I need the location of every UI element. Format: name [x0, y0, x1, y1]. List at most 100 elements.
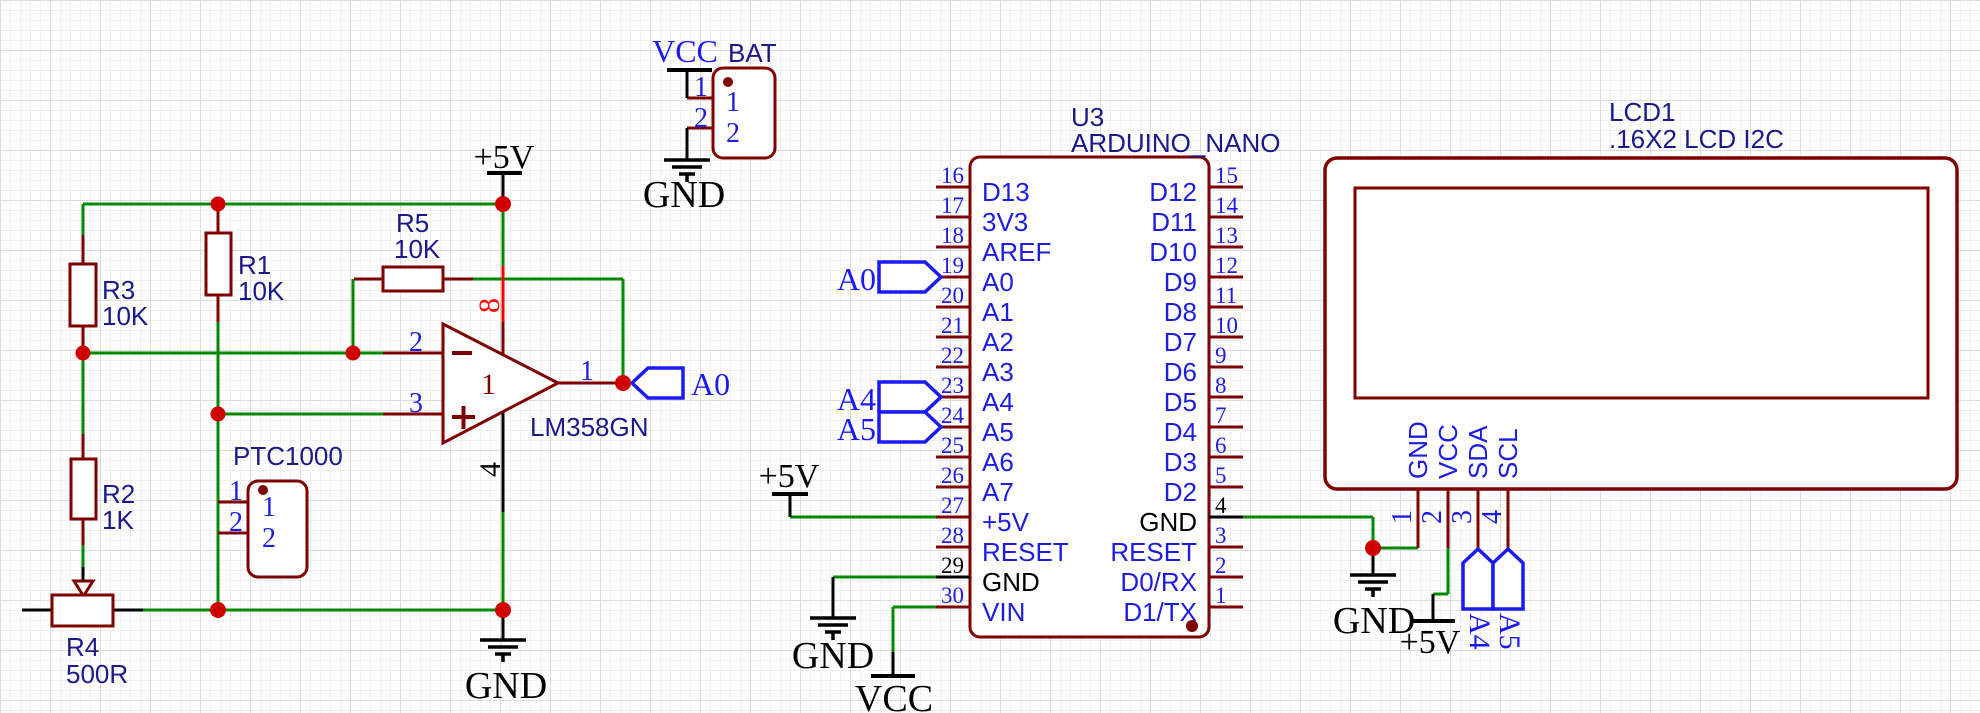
pin-number: 20 [941, 283, 964, 308]
junction-dot [210, 602, 226, 618]
pin-number: 29 [941, 553, 964, 578]
opamp-unit-number: 1 [481, 368, 496, 401]
lcd-part[interactable]: .16X2 LCD I2C [1609, 124, 1784, 154]
pin1-marker-dot [723, 77, 733, 87]
net-flag-icon [877, 410, 944, 444]
resistor-body [69, 457, 98, 521]
power-label: +5V [1400, 624, 1461, 661]
pin1-marker-dot [258, 485, 268, 495]
gnd-flag-bat[interactable]: GND [643, 128, 725, 216]
ptc-ref[interactable]: PTC1000 [233, 441, 343, 471]
pin-name: VCC [1433, 424, 1463, 479]
nano-part[interactable]: ARDUINO_NANO [1071, 128, 1280, 158]
pin-number: 1 [229, 476, 243, 507]
power-flag-5v-nano[interactable]: +5V [759, 458, 820, 517]
net-flag-label[interactable]: A0 [837, 261, 876, 297]
junction-dot [345, 345, 361, 361]
potentiometer-ref[interactable]: R4 [66, 632, 99, 662]
net-flag-a4-nano[interactable]: A4 [837, 380, 944, 417]
pin-number: 6 [1215, 433, 1227, 458]
power-flag-vcc-nano[interactable]: VCC [855, 652, 933, 713]
resistor-value[interactable]: 10K [102, 301, 149, 331]
net-flag-a0-output[interactable]: A0 [629, 366, 730, 402]
pin-number: 27 [941, 493, 964, 518]
opamp-ref[interactable]: LM358GN [530, 412, 649, 442]
pin-name: 2 [262, 523, 276, 554]
nano-ref[interactable]: U3 [1071, 102, 1104, 132]
pin-number: 4 [1477, 510, 1508, 524]
power-flag-vcc-bat[interactable]: VCC [652, 33, 718, 98]
pin-number: 9 [1215, 343, 1227, 368]
pin-number: 25 [941, 433, 964, 458]
gnd-flag-nano[interactable]: GND [792, 577, 874, 677]
resistor-body [381, 265, 445, 293]
resistor-ref[interactable]: R3 [102, 275, 135, 305]
battery-connector[interactable]: BAT 1 2 1 2 [694, 38, 777, 160]
pin-number: 2 [1215, 553, 1227, 578]
pin-name: D9 [1164, 267, 1197, 297]
pin-number: 2 [694, 103, 708, 134]
pin-number: 15 [1215, 163, 1238, 188]
net-flag-label[interactable]: A4 [1463, 613, 1496, 650]
pin-number: 21 [941, 313, 964, 338]
pin-number-2: 2 [409, 327, 423, 358]
pin-name: D13 [982, 177, 1030, 207]
power-flag-5v-lcd[interactable]: +5V [1400, 594, 1461, 661]
bat-ref[interactable]: BAT [728, 38, 777, 68]
pin-number: 23 [941, 373, 964, 398]
power-label: VCC [855, 678, 933, 713]
gnd-label: GND [1333, 600, 1415, 642]
resistor-r2[interactable]: R2 1K [69, 457, 135, 535]
pin-number-3: 3 [409, 388, 423, 419]
resistor-r1[interactable]: R1 10K [204, 231, 285, 306]
pin-number: 18 [941, 223, 964, 248]
pin-name: VIN [982, 597, 1025, 627]
pin-name: A4 [982, 387, 1014, 417]
resistor-value[interactable]: 1K [102, 505, 134, 535]
pin-number: 14 [1215, 193, 1239, 218]
resistor-value[interactable]: 10K [394, 234, 441, 264]
resistor-r5[interactable]: R5 10K [381, 208, 445, 293]
pin-name: A5 [982, 417, 1014, 447]
junction-dot [1365, 540, 1381, 556]
power-flag-5v-opamp[interactable]: +5V [474, 139, 535, 204]
ptc1000[interactable]: PTC1000 1 2 1 2 [229, 441, 343, 579]
resistor-r3[interactable]: R3 10K [68, 262, 149, 331]
net-flag-icon [877, 260, 944, 294]
pin-name: D6 [1164, 357, 1197, 387]
pin-name: A2 [982, 327, 1014, 357]
net-flag-a4-lcd[interactable]: A4 [1461, 546, 1496, 650]
pin-number: 1 [1215, 583, 1227, 608]
arduino-nano[interactable]: U3 ARDUINO_NANO 16D13173V318AREF19A020A1… [936, 102, 1280, 639]
net-flag-label[interactable]: A0 [691, 366, 730, 402]
net-flag-a0-nano[interactable]: A0 [837, 260, 944, 297]
net-flag-a5-lcd[interactable]: A5 [1491, 546, 1526, 650]
nano-pins: 16D13173V318AREF19A020A121A222A323A424A5… [936, 163, 1243, 627]
net-flag-label[interactable]: A5 [837, 411, 876, 447]
pin-number-8: 8 [473, 298, 506, 313]
resistor-ref[interactable]: R1 [238, 250, 271, 280]
lcd-ref[interactable]: LCD1 [1609, 97, 1675, 127]
gnd-flag-lcd[interactable]: GND [1333, 548, 1415, 642]
potentiometer-r4[interactable]: R4 500R [50, 579, 128, 689]
pin-name: D10 [1149, 237, 1197, 267]
resistor-value[interactable]: 10K [238, 276, 285, 306]
pin-number: 7 [1215, 403, 1227, 428]
pin-number: 3 [1215, 523, 1227, 548]
opamp-lm358[interactable]: 2 3 1 1 8 4 LM358GN [409, 298, 649, 477]
net-flag-label[interactable]: A4 [837, 381, 876, 417]
net-flag-a5-nano[interactable]: A5 [837, 410, 944, 447]
gnd-flag-opamp[interactable]: GND [465, 610, 547, 707]
pin-name: D3 [1164, 447, 1197, 477]
resistor-ref[interactable]: R2 [102, 479, 135, 509]
junction-dot [75, 345, 91, 361]
pin-name: 1 [726, 87, 740, 118]
pin-number: 28 [941, 523, 964, 548]
pin-name: D5 [1164, 387, 1197, 417]
potentiometer-value[interactable]: 500R [66, 659, 128, 689]
black-segments [22, 410, 505, 612]
resistor-ref[interactable]: R5 [396, 208, 429, 238]
net-flag-label[interactable]: A5 [1493, 613, 1526, 650]
